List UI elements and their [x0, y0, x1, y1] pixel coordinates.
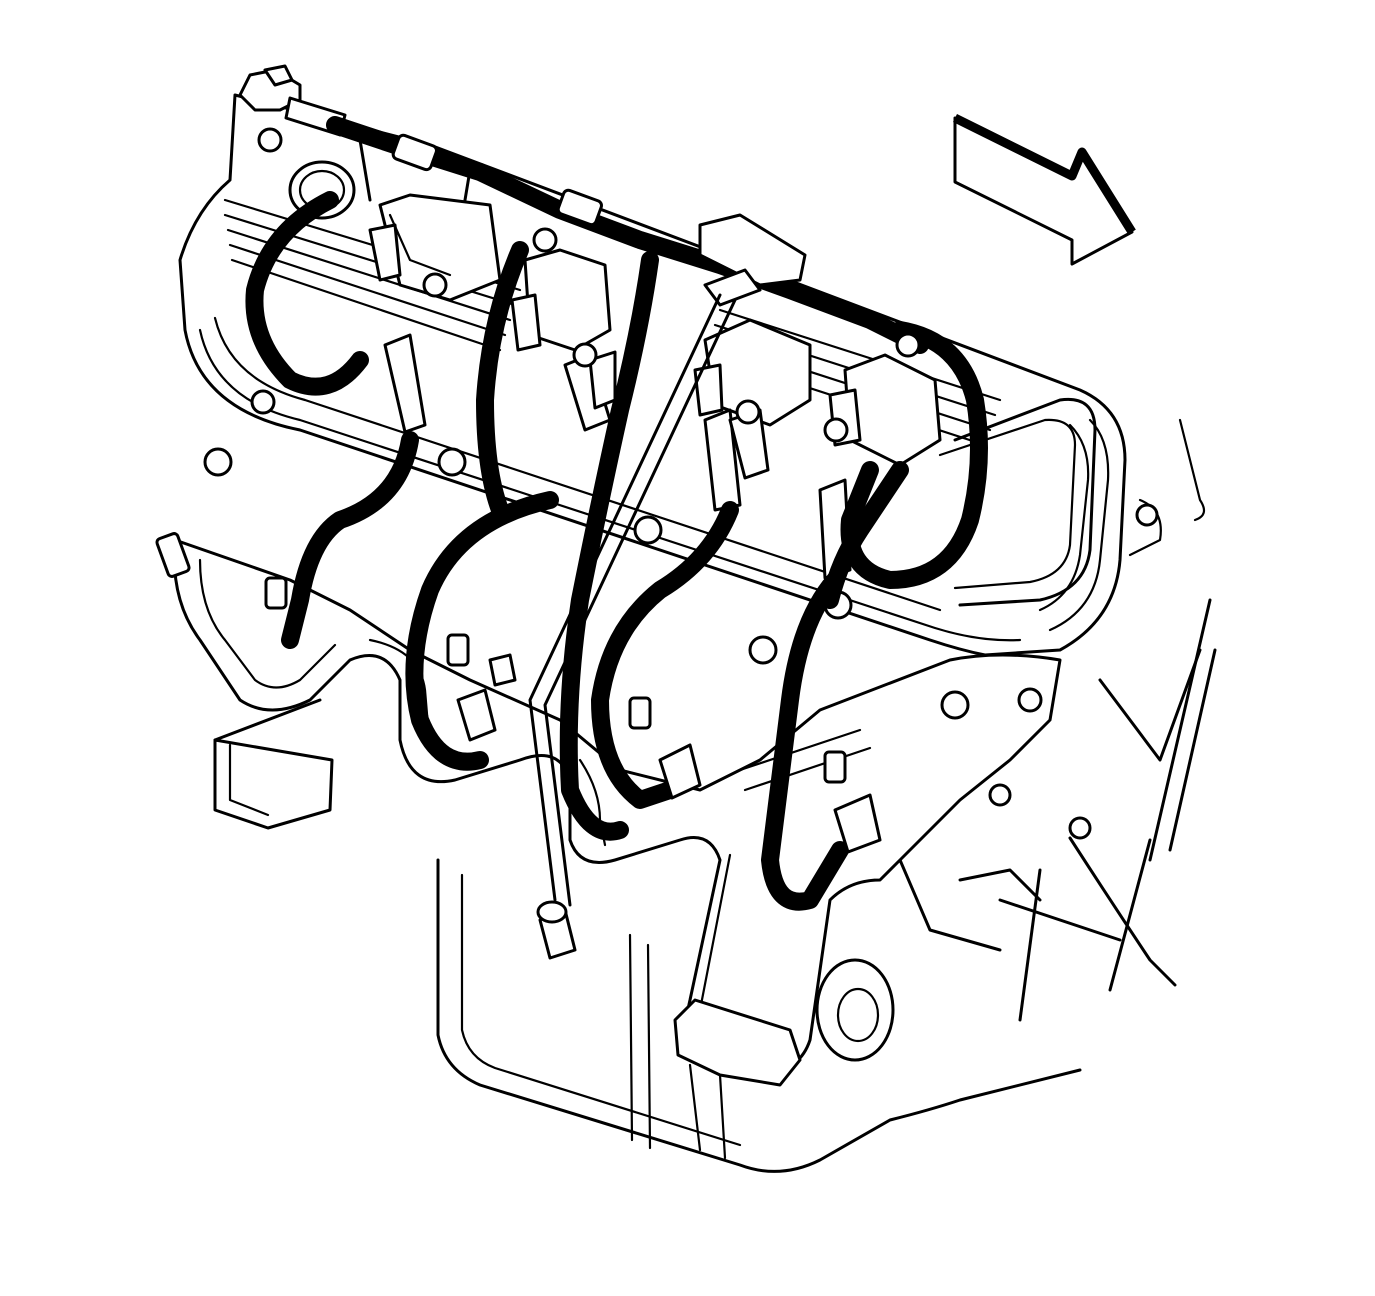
engine-block [213, 418, 1217, 1022]
wiring-harness [238, 64, 929, 354]
valve-cover-bolts [250, 127, 921, 443]
dipstick-tube [528, 293, 737, 960]
spark-plug-boots [383, 333, 852, 580]
arrow-right-down-icon [953, 113, 1136, 266]
spark-plug-terminals [456, 653, 882, 854]
exhaust-manifold [172, 538, 1062, 1087]
spark-plug-wires [245, 191, 988, 911]
ignition-coils [368, 193, 942, 467]
